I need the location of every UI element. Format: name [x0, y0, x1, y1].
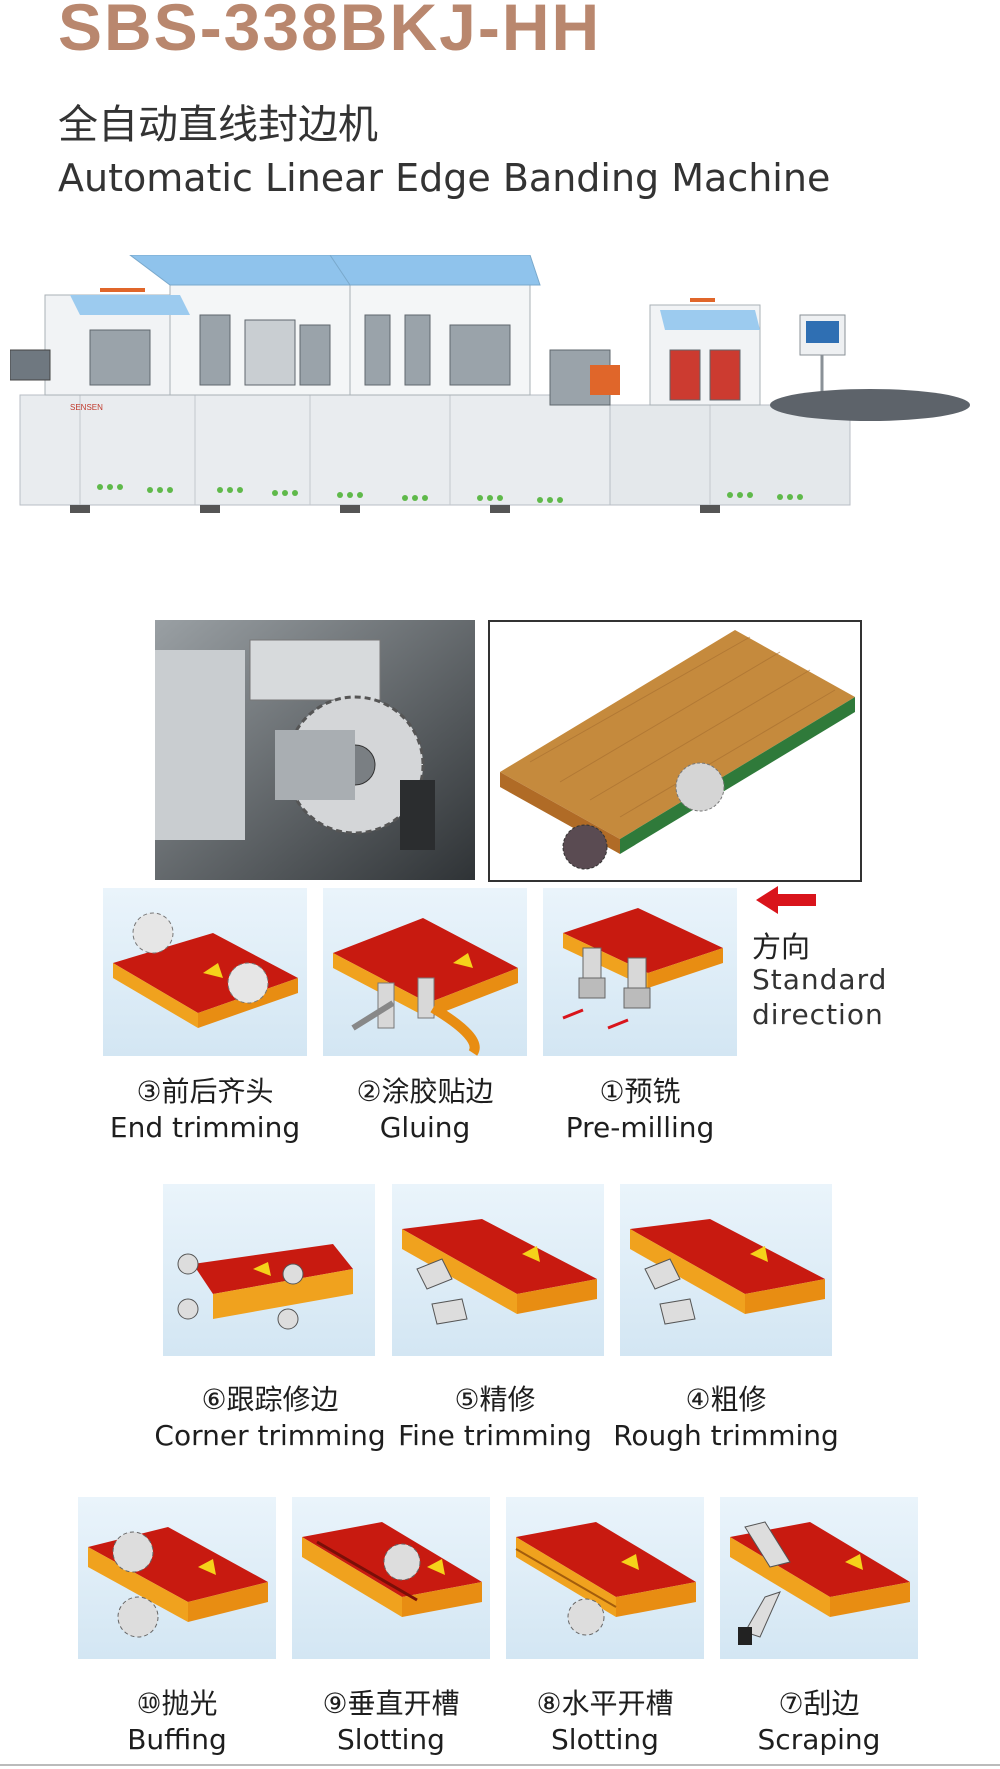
step-image-buffing [78, 1497, 276, 1659]
caption-en: Corner trimming [154, 1419, 386, 1452]
title-english: Automatic Linear Edge Banding Machine [58, 156, 831, 200]
step-image-gluing [323, 888, 527, 1056]
caption-scraping: ⑦刮边 Scraping [719, 1686, 919, 1758]
caption-en: Rough trimming [613, 1419, 839, 1452]
caption-vertical-slotting: ⑨垂直开槽 Slotting [291, 1686, 491, 1758]
direction-label-cn: 方向 [752, 930, 811, 964]
caption-en: Scraping [757, 1723, 881, 1756]
step-image-end-trimming [103, 888, 307, 1056]
caption-en: Slotting [337, 1723, 445, 1756]
caption-en: End trimming [109, 1111, 301, 1144]
direction-label-en-1: Standard [752, 963, 888, 996]
caption-corner-trimming: ⑥跟踪修边 Corner trimming [145, 1382, 395, 1454]
step-image-fine-trimming [392, 1184, 604, 1356]
caption-cn: ⑦刮边 [778, 1687, 860, 1720]
direction-arrow-icon [756, 886, 816, 914]
machine-illustration: SENSEN [10, 255, 970, 513]
caption-cn: ④粗修 [685, 1383, 767, 1416]
caption-rough-trimming: ④粗修 Rough trimming [606, 1382, 846, 1454]
direction-label-en-2: direction [752, 998, 884, 1031]
step-image-corner-trimming [163, 1184, 375, 1356]
caption-cn: ⑥跟踪修边 [201, 1383, 339, 1416]
board-diagram [500, 630, 855, 870]
caption-cn: ⑩抛光 [136, 1687, 218, 1720]
caption-en: Pre-milling [565, 1111, 715, 1144]
caption-horizontal-slotting: ⑧水平开槽 Slotting [505, 1686, 705, 1758]
caption-en: Fine trimming [398, 1419, 592, 1452]
caption-pre-milling: ①预铣 Pre-milling [530, 1074, 750, 1146]
brand-label: SENSEN [70, 403, 103, 412]
step-image-pre-milling [543, 888, 737, 1056]
model-number: SBS-338BKJ-HH [58, 0, 602, 64]
saw-photo [155, 620, 475, 880]
caption-gluing: ②涂胶贴边 Gluing [315, 1074, 535, 1146]
step-image-vertical-slotting [292, 1497, 490, 1659]
caption-en: Slotting [551, 1723, 659, 1756]
caption-cn: ⑧水平开槽 [536, 1687, 674, 1720]
caption-cn: ⑨垂直开槽 [322, 1687, 460, 1720]
title-chinese: 全自动直线封边机 [58, 102, 378, 148]
bottom-divider [0, 1764, 1000, 1766]
step-image-scraping [720, 1497, 918, 1659]
caption-en: Gluing [379, 1111, 471, 1144]
board-diagram-frame [488, 620, 862, 882]
caption-en: Buffing [127, 1723, 227, 1756]
caption-cn: ③前后齐头 [136, 1075, 274, 1108]
step-image-horizontal-slotting [506, 1497, 704, 1659]
caption-cn: ⑤精修 [454, 1383, 536, 1416]
caption-cn: ①预铣 [599, 1075, 681, 1108]
caption-fine-trimming: ⑤精修 Fine trimming [385, 1382, 605, 1454]
caption-buffing: ⑩抛光 Buffing [77, 1686, 277, 1758]
caption-end-trimming: ③前后齐头 End trimming [95, 1074, 315, 1146]
step-image-rough-trimming [620, 1184, 832, 1356]
caption-cn: ②涂胶贴边 [356, 1075, 494, 1108]
